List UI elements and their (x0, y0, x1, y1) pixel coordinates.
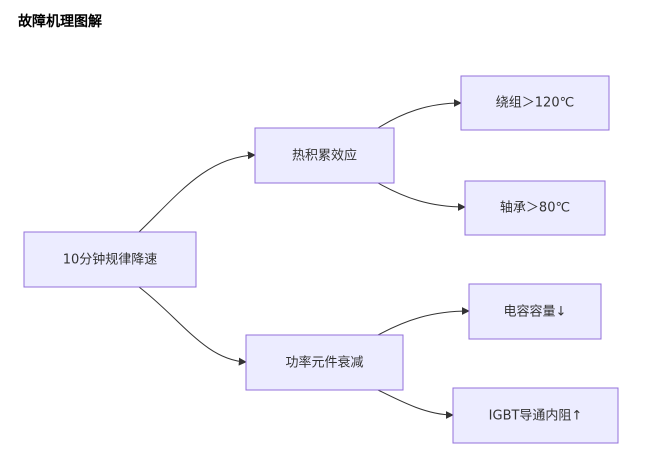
node-winding: 绕组＞120℃ (460, 75, 610, 131)
node-igbt-label: IGBT导通内阻↑ (489, 408, 583, 424)
node-igbt: IGBT导通内阻↑ (452, 387, 619, 444)
edge-root-power (138, 286, 247, 366)
node-thermal: 热积累效应 (254, 127, 395, 184)
node-power-label: 功率元件衰减 (285, 355, 363, 371)
node-capacitor: 电容容量↓ (468, 283, 602, 340)
node-thermal-label: 热积累效应 (292, 148, 357, 164)
node-root: 10分钟规律降速 (23, 231, 197, 288)
edge-thermal-bearing (377, 182, 466, 211)
edge-power-igbt (377, 389, 454, 419)
node-power: 功率元件衰减 (245, 334, 404, 391)
edge-power-capacitor (377, 307, 470, 336)
node-bearing-label: 轴承＞80℃ (500, 201, 570, 216)
node-capacitor-label: 电容容量↓ (504, 304, 567, 320)
edge-root-thermal (138, 151, 256, 233)
node-root-label: 10分钟规律降速 (63, 252, 158, 268)
node-winding-label: 绕组＞120℃ (496, 96, 574, 111)
node-bearing: 轴承＞80℃ (464, 180, 606, 236)
edge-thermal-winding (377, 99, 462, 129)
page-title: 故障机理图解 (18, 14, 102, 30)
